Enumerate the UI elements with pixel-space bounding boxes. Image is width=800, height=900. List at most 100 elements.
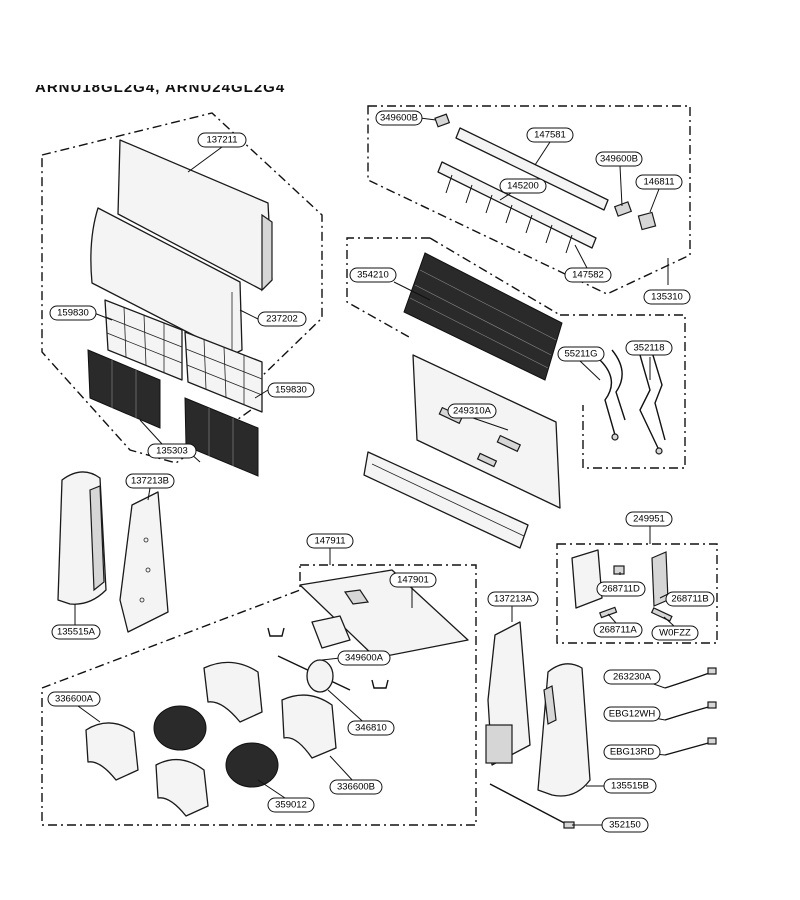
svg-text:359012: 359012 <box>275 800 307 811</box>
tag-145200: 145200 <box>499 178 547 194</box>
tag-137213b: 137213B <box>125 473 175 489</box>
svg-text:159830: 159830 <box>275 385 307 396</box>
svg-text:349600A: 349600A <box>345 653 384 664</box>
tag-263230a: 263230A <box>603 669 661 685</box>
side-cover-right-135515b <box>537 663 591 797</box>
svg-text:EBG13RD: EBG13RD <box>610 747 654 758</box>
tag-359012: 359012 <box>267 797 315 813</box>
svg-text:336600B: 336600B <box>337 782 375 793</box>
tag-w0fzz: W0FZZ <box>651 625 699 641</box>
svg-text:W0FZZ: W0FZZ <box>659 628 691 639</box>
pipe-352118 <box>639 351 666 455</box>
svg-text:354210: 354210 <box>357 270 389 281</box>
tag-135303: 135303 <box>147 443 197 459</box>
tag-349600a: 349600A <box>337 650 391 666</box>
tag-147582: 147582 <box>564 267 612 283</box>
tag-268711d: 268711D <box>596 581 646 597</box>
svg-text:268711B: 268711B <box>671 594 708 605</box>
svg-text:145200: 145200 <box>507 181 539 192</box>
svg-text:349600B: 349600B <box>380 113 418 124</box>
tag-249310a: 249310A <box>447 403 497 419</box>
inlet-grille-left-135303 <box>87 349 161 429</box>
tag-354210: 354210 <box>349 267 397 283</box>
front-panel-group <box>41 112 323 464</box>
fan-motor-346810 <box>277 655 351 693</box>
tag-349600b-1: 349600B <box>375 110 423 126</box>
side-bracket-right-137213a <box>485 621 531 766</box>
tag-147911: 147911 <box>306 533 354 549</box>
tag-336600b: 336600B <box>329 779 383 795</box>
hook-clips <box>267 627 389 689</box>
tag-147901: 147901 <box>389 572 437 588</box>
front-cover-137211 <box>117 139 273 292</box>
svg-text:135515A: 135515A <box>57 627 96 638</box>
cable-263230a <box>664 667 717 689</box>
svg-text:146811: 146811 <box>644 177 675 188</box>
part-tags: 137211 237202 159830 159830 135303 34960… <box>47 110 715 833</box>
svg-text:147581: 147581 <box>534 130 566 141</box>
svg-text:137213A: 137213A <box>494 594 533 605</box>
tag-237202: 237202 <box>257 311 307 327</box>
svg-text:135310: 135310 <box>651 292 683 303</box>
svg-text:137213B: 137213B <box>131 476 169 487</box>
tag-135310: 135310 <box>643 289 691 305</box>
blower-fan-359012 <box>153 705 279 788</box>
fuse-w0fzz <box>650 607 673 622</box>
connector-349600b <box>434 113 633 217</box>
svg-text:352118: 352118 <box>634 343 665 354</box>
tag-268711a: 268711A <box>593 622 643 638</box>
tag-352118: 352118 <box>625 340 673 356</box>
svg-text:263230A: 263230A <box>613 672 652 683</box>
svg-text:EBG12WH: EBG12WH <box>609 709 656 720</box>
svg-text:237202: 237202 <box>266 314 298 325</box>
tag-135515a: 135515A <box>51 624 101 640</box>
svg-text:137211: 137211 <box>207 135 238 146</box>
air-filter-left-159830 <box>104 299 183 381</box>
drain-pan <box>363 451 529 549</box>
tag-146811: 146811 <box>635 174 683 190</box>
evaporator-group <box>346 237 430 338</box>
svg-text:336600A: 336600A <box>55 694 94 705</box>
fan-housing-upper-left <box>203 661 263 723</box>
svg-text:159830: 159830 <box>57 308 89 319</box>
svg-text:268711A: 268711A <box>599 625 637 636</box>
pcb-268711d <box>613 565 625 575</box>
tag-268711b: 268711B <box>665 591 715 607</box>
pipe-assembly-55211g <box>599 349 626 441</box>
fan-housing-lower-right <box>155 758 209 817</box>
tag-137213a: 137213A <box>487 591 539 607</box>
evaporator-354210 <box>403 252 563 381</box>
tag-249951: 249951 <box>625 511 673 527</box>
svg-text:352150: 352150 <box>609 820 641 831</box>
tag-346810: 346810 <box>347 720 395 736</box>
tag-135515b: 135515B <box>603 778 657 794</box>
group-outlines <box>41 105 718 826</box>
motor-bracket <box>311 615 351 649</box>
control-board-bracket <box>571 549 603 609</box>
svg-text:147901: 147901 <box>397 575 429 586</box>
tag-137211: 137211 <box>197 132 247 148</box>
tag-349600b-2: 349600B <box>595 151 643 167</box>
inlet-grille-right-135303 <box>184 397 259 477</box>
side-bracket-left-137213b <box>119 491 169 633</box>
tag-159830-left: 159830 <box>49 305 97 321</box>
motor-mount-147911 <box>299 569 469 659</box>
side-cover-left-135515a <box>57 471 107 605</box>
vane-assembly-145200 <box>437 161 597 254</box>
fan-housing-upper-right-336600b <box>281 694 337 759</box>
chassis-plate-249310a <box>412 354 561 509</box>
tag-352150: 352150 <box>601 817 649 833</box>
tag-ebg12wh: EBG12WH <box>603 706 661 722</box>
svg-text:249951: 249951 <box>633 514 665 525</box>
guide-147581 <box>455 127 609 211</box>
svg-text:147911: 147911 <box>315 536 346 547</box>
fan-group <box>41 564 477 826</box>
tag-ebg13rd: EBG13RD <box>603 744 661 760</box>
evaporator-group-right <box>560 314 686 469</box>
cable-ebg13rd <box>664 737 717 756</box>
tag-147581: 147581 <box>526 127 574 143</box>
svg-text:249310A: 249310A <box>453 406 492 417</box>
cable-ebg12wh <box>664 701 717 721</box>
air-filter-right-159830 <box>184 331 263 413</box>
